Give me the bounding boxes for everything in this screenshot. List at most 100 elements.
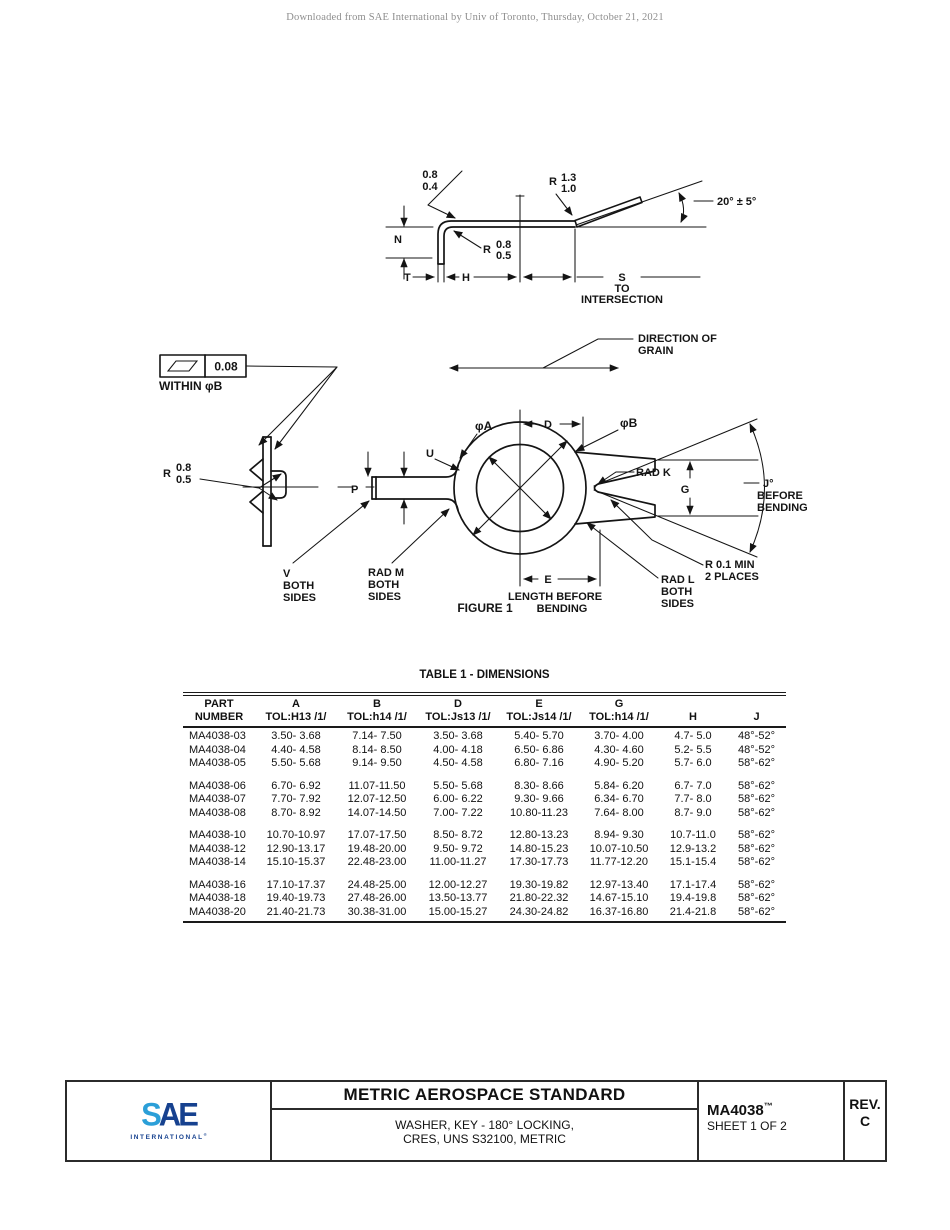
dimension-cell: 10.07-10.50 <box>589 842 649 855</box>
dimension-cell: 22.48-23.00 <box>347 856 407 868</box>
dimension-cell: 4.40- 4.58 <box>271 743 321 756</box>
rad-m-label-3: SIDES <box>368 591 401 603</box>
column-header: G <box>614 698 624 710</box>
dimension-cell: 7.70- 7.92 <box>271 793 321 805</box>
dimension-cell: 11.07-11.50 <box>348 779 406 792</box>
sae-international-label: INTERNATIONAL <box>130 1134 204 1142</box>
dimension-cell: 21.40-21.73 <box>266 905 326 918</box>
dimension-cell: 9.14- 9.50 <box>352 757 402 769</box>
dimension-cell: 4.30- 4.60 <box>594 743 644 756</box>
dimension-cell: 24.48-25.00 <box>347 878 407 891</box>
grain-label-2: GRAIN <box>638 345 674 357</box>
dimension-cell: 19.30-19.82 <box>509 878 569 891</box>
dim-e-label: E <box>544 574 551 586</box>
dimension-cell: 9.30- 9.66 <box>514 793 564 805</box>
dimension-cell: 3.50- 3.68 <box>271 730 321 742</box>
download-watermark: Downloaded from SAE International by Uni… <box>286 12 664 23</box>
dimension-cell: 58°-62° <box>738 829 775 841</box>
dimension-cell: 5.40- 5.70 <box>514 730 564 742</box>
column-header: H <box>689 711 697 723</box>
edge-radius-lower: 0.5 <box>176 474 191 486</box>
dimension-cell: 17.07-17.50 <box>347 829 407 841</box>
rad-m-label-1: RAD M <box>368 567 404 579</box>
dimension-cell: 10.70-10.97 <box>266 829 326 841</box>
part-number-cell: MA4038-14 <box>189 856 246 868</box>
dimension-cell: 12.90-13.17 <box>266 842 326 855</box>
dimension-cell: 4.90- 5.20 <box>594 757 644 769</box>
subtitle-line-1: WASHER, KEY - 180° LOCKING, <box>395 1118 574 1132</box>
edge-radius-upper: 0.8 <box>176 462 191 474</box>
dimension-cell: 27.48-26.00 <box>347 892 407 904</box>
dimension-cell: 24.30-24.82 <box>509 905 569 918</box>
dimension-cell: 7.7- 8.0 <box>674 793 712 805</box>
title-block: SAE INTERNATIONAL® METRIC AEROSPACE STAN… <box>65 1080 887 1162</box>
dimension-cell: 6.34- 6.70 <box>594 793 644 805</box>
v-label-2: BOTH <box>283 580 314 592</box>
part-number-cell: MA4038-04 <box>189 743 246 756</box>
e-length-label-1: LENGTH BEFORE <box>508 591 602 603</box>
doc-number-text: MA4038 <box>707 1102 764 1119</box>
dimension-cell: 7.00- 7.22 <box>433 806 483 819</box>
rad-l-label-2: BOTH <box>661 586 692 598</box>
dim-n-label: N <box>394 234 402 246</box>
column-header: TOL:h14 /1/ <box>589 711 649 723</box>
dimension-cell: 6.70- 6.92 <box>271 779 321 792</box>
dimension-cell: 17.10-17.37 <box>266 878 326 891</box>
dimension-cell: 17.1-17.4 <box>669 878 717 891</box>
dimension-cell: 58°-62° <box>738 793 775 805</box>
dimension-cell: 58°-62° <box>738 842 775 855</box>
dimension-cell: 12.9-13.2 <box>669 842 717 855</box>
dimension-cell: 14.07-14.50 <box>347 806 407 819</box>
grain-label-1: DIRECTION OF <box>638 333 717 345</box>
part-number-cell: MA4038-08 <box>189 806 246 819</box>
dimension-cell: 58°-62° <box>738 878 775 891</box>
column-header: PART <box>204 698 234 710</box>
dim-t-label: T <box>404 272 411 284</box>
column-header: TOL:Js14 /1/ <box>506 711 572 723</box>
rad-l-label-1: RAD L <box>661 574 695 586</box>
sae-logo-a: A <box>158 1096 181 1134</box>
dim-s-label: S <box>618 272 625 284</box>
column-header: TOL:H13 /1/ <box>265 711 327 723</box>
sae-logo: SAE INTERNATIONAL® <box>67 1082 272 1160</box>
document-number-cell: MA4038™ SHEET 1 OF 2 <box>699 1082 845 1160</box>
dimension-cell: 48°-52° <box>738 730 775 742</box>
dimension-cell: 10.80-11.23 <box>510 806 568 819</box>
dimension-cell: 6.80- 7.16 <box>514 757 564 769</box>
rad-l-label-3: SIDES <box>661 598 694 610</box>
figure-caption: FIGURE 1 <box>457 601 513 615</box>
document-number: MA4038™ <box>707 1098 843 1119</box>
dimension-cell: 16.37-16.80 <box>589 905 649 918</box>
dimension-cell: 19.4-19.8 <box>669 892 717 904</box>
edge-dim-upper: 0.8 <box>422 169 437 181</box>
e-length-label-2: BENDING <box>537 603 588 615</box>
edge-view: R 0.8 0.5 <box>163 436 319 547</box>
dimension-cell: 58°-62° <box>738 806 775 819</box>
revision-cell: REV. C <box>845 1082 885 1160</box>
dimension-cell: 5.7- 6.0 <box>674 757 712 769</box>
sae-logo-e: E <box>178 1096 199 1134</box>
part-number-cell: MA4038-07 <box>189 793 246 805</box>
column-header: E <box>535 698 543 710</box>
angle-label: 20° ± 5° <box>717 196 756 208</box>
j-before-label: BEFORE <box>757 490 803 502</box>
inner-radius-r: R <box>483 244 491 256</box>
dimension-cell: 8.7- 9.0 <box>674 806 712 819</box>
dimension-cell: 7.64- 8.00 <box>594 806 644 819</box>
edge-dim-lower: 0.4 <box>422 181 438 193</box>
dimension-cell: 9.50- 9.72 <box>433 842 483 855</box>
dimension-cell: 21.4-21.8 <box>669 905 717 918</box>
dimension-cell: 14.80-15.23 <box>509 842 569 855</box>
dimension-cell: 4.7- 5.0 <box>674 730 712 742</box>
